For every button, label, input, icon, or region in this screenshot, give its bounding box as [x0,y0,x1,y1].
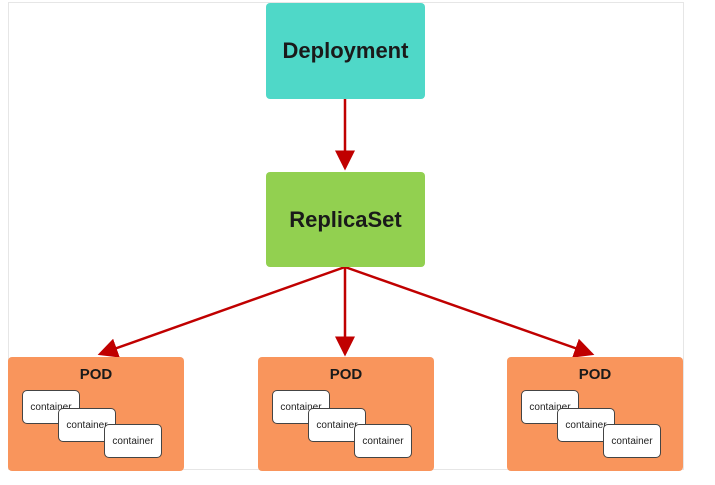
pod-node-3: POD container container container [507,357,683,471]
container-box: container [104,424,162,458]
replicaset-label: ReplicaSet [289,206,402,232]
pod-label: POD [578,366,612,383]
arrow-replicaset-to-pod-3 [344,265,595,358]
pod-node-2: POD container container container [258,357,434,471]
pod-label: POD [79,366,113,383]
container-box: container [354,424,412,458]
container-box: container [603,424,661,458]
deployment-node: Deployment [266,3,425,99]
pod-label: POD [329,366,363,383]
replicaset-node: ReplicaSet [266,172,425,267]
arrow-replicaset-to-pod-1 [97,265,346,358]
deployment-label: Deployment [282,38,409,63]
pod-node-1: POD container container container [8,357,184,471]
